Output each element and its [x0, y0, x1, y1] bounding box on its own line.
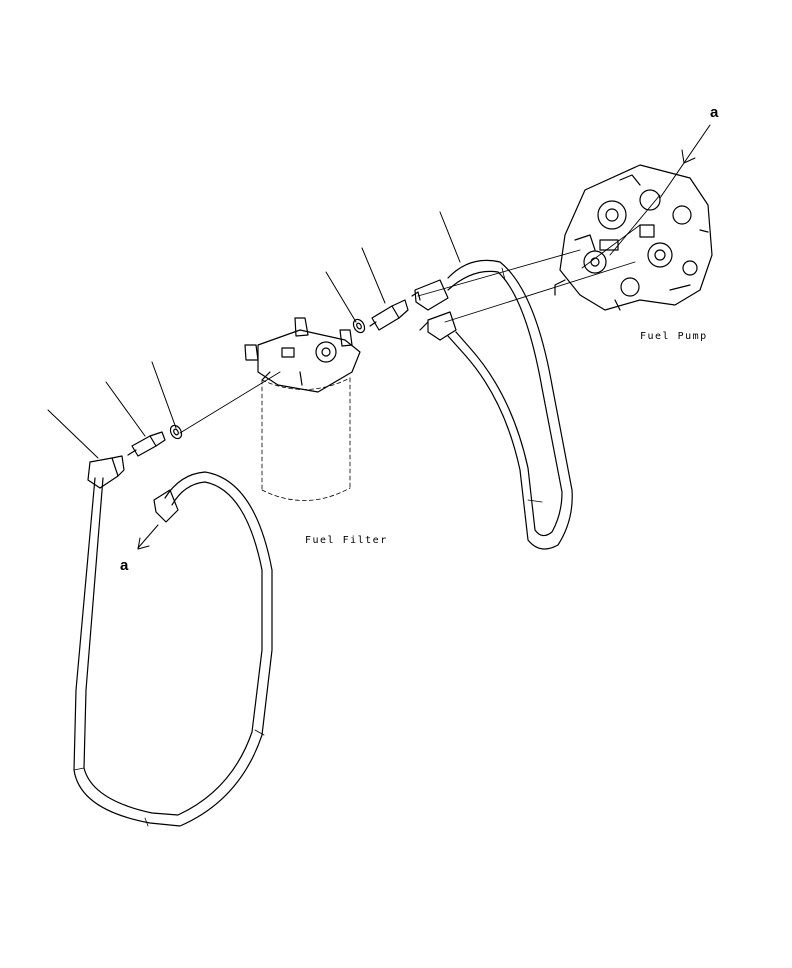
leader-lines — [47, 211, 461, 459]
ref-marker-top: a — [710, 104, 719, 121]
arrow-ref-bottom — [137, 524, 159, 550]
washer-right — [352, 318, 366, 334]
center-lines — [179, 194, 661, 434]
hose-right — [411, 259, 573, 550]
hose-lower-left — [73, 455, 273, 827]
fuel-filter-label: Fuel Filter — [305, 535, 388, 546]
fuel-filter — [244, 317, 361, 501]
fuel-pump-label: Fuel Pump — [640, 331, 708, 342]
fuel-pump — [554, 164, 713, 311]
connector-left — [127, 431, 166, 457]
washer-left — [169, 424, 183, 440]
connector-right — [369, 299, 409, 331]
arrow-ref-top — [659, 124, 711, 199]
ref-marker-bottom: a — [120, 557, 129, 574]
